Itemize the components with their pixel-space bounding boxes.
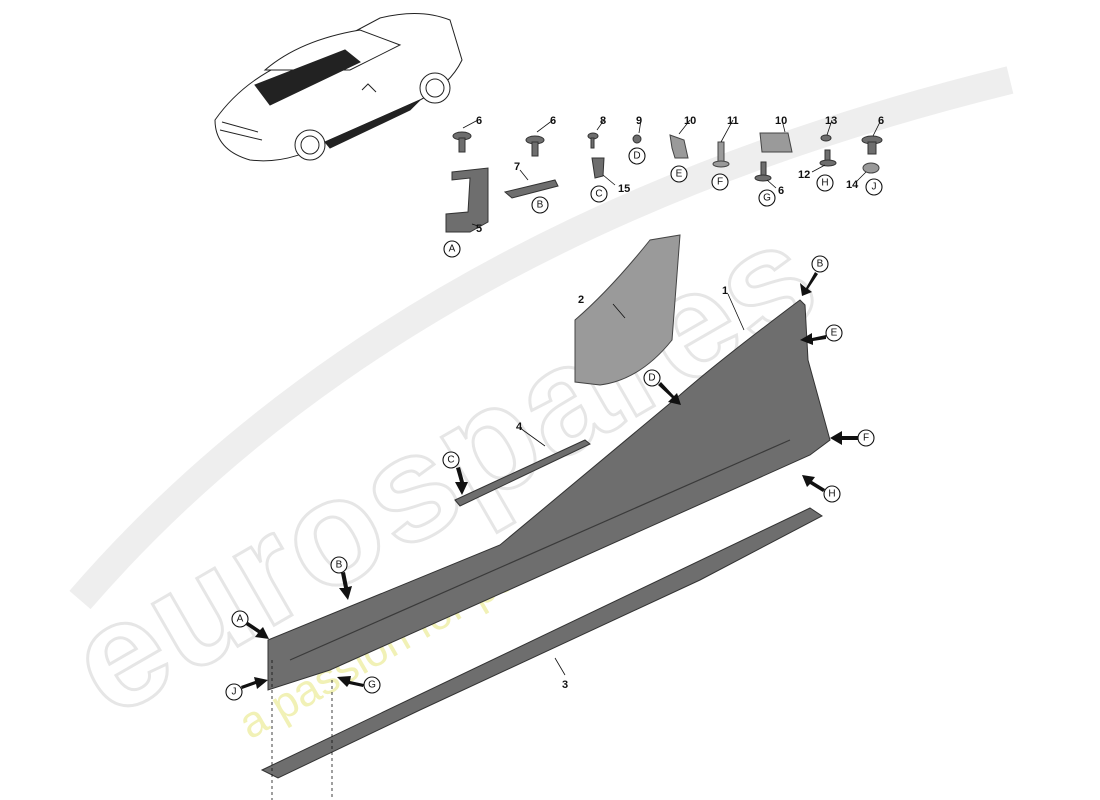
label-5: 5 <box>476 223 482 235</box>
stud-part-12 <box>819 149 837 167</box>
label-4: 4 <box>516 421 523 433</box>
callout-f-main: F <box>863 433 869 444</box>
arrow-f-main <box>830 431 858 445</box>
callout-h-main: H <box>828 489 835 500</box>
label-15: 15 <box>618 183 630 195</box>
callout-circle-a-top <box>443 240 461 258</box>
grommet-part-14 <box>862 162 880 174</box>
label-6a: 6 <box>476 115 482 127</box>
clip-part-10a <box>669 134 689 159</box>
label-12: 12 <box>798 169 810 181</box>
callout-g-main: G <box>368 680 376 691</box>
label-10b: 10 <box>775 115 787 127</box>
bracket-part-5 <box>445 167 489 233</box>
label-11: 11 <box>727 115 739 127</box>
leader-lines <box>271 119 881 800</box>
underside-strip-part-3 <box>260 507 823 779</box>
cap-part-13 <box>820 134 832 142</box>
callout-circle-b-top <box>531 196 549 214</box>
callout-a-top: A <box>449 244 456 255</box>
sill-panel-part-1 <box>267 299 831 691</box>
trim-strip-part-4 <box>454 439 591 507</box>
screw-part-6d <box>861 135 883 155</box>
label-9: 9 <box>636 115 642 127</box>
screw-part-8 <box>587 132 599 149</box>
main-parts <box>260 234 831 779</box>
label-13: 13 <box>825 115 837 127</box>
callout-circle-h-top <box>816 174 834 192</box>
arrow-a-main <box>246 622 269 639</box>
arrow-g-main <box>337 676 364 687</box>
arrow-b-main2 <box>339 572 352 600</box>
callout-e-main: E <box>831 328 838 339</box>
callout-b-main2: B <box>336 560 343 571</box>
nut-part-9 <box>632 134 642 144</box>
callout-e-top: E <box>676 169 683 180</box>
arrow-j-main <box>241 677 268 689</box>
part-number-labels: 6 5 6 7 8 15 9 10 11 10 6 13 12 6 14 2 1… <box>476 115 884 691</box>
callout-circle-b-main2 <box>330 556 348 574</box>
label-10a: 10 <box>684 115 696 127</box>
label-6c: 6 <box>778 185 784 197</box>
clip-part-15 <box>591 157 605 179</box>
callout-circle-c-top <box>590 185 608 203</box>
stud-part-6c <box>754 161 772 182</box>
arrow-d-main <box>658 382 681 405</box>
callout-b-top: B <box>537 200 544 211</box>
callout-a-main: A <box>237 614 244 625</box>
callout-f-top: F <box>717 177 723 188</box>
label-6d: 6 <box>878 115 884 127</box>
callout-circle-e-main <box>825 324 843 342</box>
label-7: 7 <box>514 161 520 173</box>
assembly-callouts: B E D F H C B A J G <box>225 255 875 701</box>
clip-part-10b <box>759 132 793 153</box>
callout-circle-b-main1 <box>811 255 829 273</box>
callout-circle-j-top <box>865 178 883 196</box>
callout-j-main: J <box>232 687 237 698</box>
callout-j-top: J <box>872 182 877 193</box>
callout-circle-j-main <box>225 683 243 701</box>
callout-c-main: C <box>447 455 454 466</box>
hardware-parts <box>445 131 883 233</box>
callout-b-main1: B <box>817 259 824 270</box>
screw-part-6b <box>525 135 545 157</box>
label-14: 14 <box>846 179 859 191</box>
insulation-part-2 <box>574 234 681 386</box>
callout-c-top: C <box>595 189 602 200</box>
label-3: 3 <box>562 679 568 691</box>
arrow-e-main <box>800 333 826 345</box>
callout-circle-h-main <box>823 485 841 503</box>
label-6b: 6 <box>550 115 556 127</box>
callout-g-top: G <box>763 193 771 204</box>
callout-circle-f-top <box>711 173 729 191</box>
label-8: 8 <box>600 115 606 127</box>
arrow-b-main1 <box>800 272 818 296</box>
callout-circle-d-main <box>643 369 661 387</box>
callout-circle-g-main <box>363 676 381 694</box>
pad-part-7 <box>503 179 559 199</box>
callout-circle-a-main <box>231 610 249 628</box>
callout-circle-d-top <box>628 147 646 165</box>
callout-d-top: D <box>633 151 640 162</box>
callout-h-top: H <box>821 178 828 189</box>
car-overview-illustration <box>214 12 463 162</box>
callout-circle-g-top <box>758 189 776 207</box>
arrow-c-main <box>455 467 468 495</box>
arrow-h-main <box>802 475 825 492</box>
label-2: 2 <box>578 294 584 306</box>
hardware-callouts: A B C D E F G H J <box>443 147 883 258</box>
callout-circle-e-top <box>670 165 688 183</box>
label-1: 1 <box>722 285 728 297</box>
callout-d-main: D <box>648 373 655 384</box>
callout-circle-c-main <box>442 451 460 469</box>
screw-part-6a <box>452 131 472 153</box>
